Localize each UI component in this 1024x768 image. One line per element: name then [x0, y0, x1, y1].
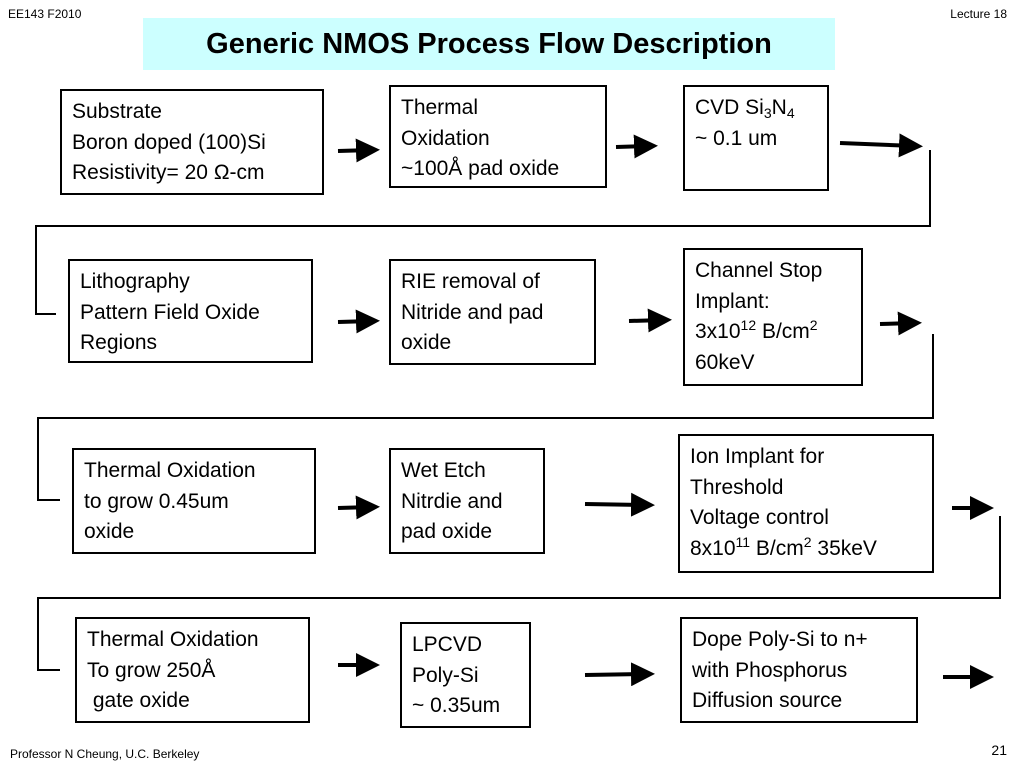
step-line: Threshold	[690, 475, 784, 499]
flow-arrow	[615, 134, 658, 159]
flow-arrow	[584, 662, 655, 687]
step-rie-removal: RIE removal of Nitride and pad oxide	[389, 259, 596, 365]
flow-connector	[35, 150, 931, 315]
step-line: Boron doped (100)Si	[72, 130, 266, 154]
step-cvd-nitride: CVD Si3N4 ~ 0.1 um	[683, 85, 829, 191]
flow-connector	[37, 334, 934, 501]
step-line: Oxidation	[401, 126, 490, 150]
step-lithography: Lithography Pattern Field Oxide Regions	[68, 259, 313, 363]
step-line: Diffusion source	[692, 689, 843, 712]
flow-arrow	[337, 138, 380, 163]
step-substrate: Substrate Boron doped (100)Si Resistivit…	[60, 89, 324, 195]
superscript: 11	[735, 533, 751, 550]
step-line: Regions	[80, 331, 158, 354]
flow-arrow	[628, 308, 672, 333]
step-thermal-oxidation-pad: Thermal Oxidation ~100Å pad oxide	[389, 85, 607, 188]
flow-arrow	[839, 133, 923, 158]
step-line: Substrate	[72, 100, 162, 123]
step-lpcvd-poly: LPCVD Poly-Si ~ 0.35um	[400, 622, 531, 728]
step-threshold-implant: Ion Implant for Threshold Voltage contro…	[678, 434, 934, 573]
step-line: Dope Poly-Si to n+	[692, 628, 868, 651]
text-run: 8x10	[690, 536, 736, 560]
subscript: 3	[763, 105, 772, 121]
step-line: Pattern Field Oxide	[80, 300, 260, 324]
step-line: gate oxide	[87, 689, 190, 712]
step-channel-stop-implant: Channel Stop Implant: 3x1012 B/cm2 60keV	[683, 248, 863, 386]
step-line: ~ 0.35um	[412, 694, 501, 717]
text-run: B/cm	[750, 536, 804, 560]
superscript: 12	[740, 317, 757, 333]
flow-arrow	[337, 309, 380, 334]
flow-arrow	[584, 492, 655, 517]
step-line: 3x1012 B/cm2	[695, 317, 853, 348]
flow-arrow	[337, 495, 380, 520]
step-line: LPCVD	[412, 633, 483, 656]
author-footer: Professor N Cheung, U.C. Berkeley	[10, 747, 200, 761]
step-line: Voltage control	[690, 506, 829, 529]
step-thermal-oxidation-field: Thermal Oxidation to grow 0.45um oxide	[72, 448, 316, 554]
step-line: Thermal	[401, 96, 479, 119]
text-run: CVD Si	[695, 96, 764, 119]
step-line: 60keV	[695, 350, 755, 374]
text-run: B/cm	[756, 320, 810, 343]
subscript: 4	[786, 105, 795, 121]
step-line: Channel Stop	[695, 259, 823, 282]
step-line: oxide	[84, 520, 135, 543]
step-line: oxide	[401, 331, 452, 354]
step-line: To grow 250Å	[87, 658, 216, 682]
step-gate-oxidation: Thermal Oxidation To grow 250Å gate oxid…	[75, 617, 310, 723]
step-line: ~100Å pad oxide	[401, 157, 560, 180]
step-line: pad oxide	[401, 520, 493, 543]
slide-title: Generic NMOS Process Flow Description	[143, 18, 835, 70]
step-line: Thermal Oxidation	[84, 459, 256, 482]
step-line: Nitrdie and	[401, 489, 503, 513]
resistivity-unit: -cm	[229, 161, 265, 184]
resistivity-label: Resistivity= 20	[72, 161, 214, 184]
superscript: 2	[809, 317, 818, 333]
page-number: 21	[991, 742, 1007, 758]
step-line: Ion Implant for	[690, 445, 825, 468]
step-dope-poly: Dope Poly-Si to n+ with Phosphorus Diffu…	[680, 617, 918, 723]
flow-connector	[37, 516, 1001, 671]
flow-arrow	[879, 311, 922, 336]
step-line: with Phosphorus	[692, 658, 848, 682]
step-line: RIE removal of	[401, 270, 540, 293]
step-line: to grow 0.45um	[84, 489, 229, 513]
text-run: 3x10	[695, 320, 741, 343]
step-line: 8x1011 B/cm2 35keV	[690, 534, 924, 565]
step-line: Implant:	[695, 289, 770, 313]
omega-symbol: Ω	[213, 161, 230, 184]
step-line: Resistivity= 20 Ω-cm	[72, 158, 314, 189]
step-line: Poly-Si	[412, 663, 479, 687]
lecture-label: Lecture 18	[950, 7, 1007, 21]
course-label: EE143 F2010	[8, 7, 82, 21]
step-line: Nitride and pad	[401, 300, 544, 324]
step-line: Wet Etch	[401, 459, 486, 482]
text-run: N	[771, 96, 787, 119]
text-run: 35keV	[811, 536, 877, 560]
step-line: CVD Si3N4	[695, 93, 819, 124]
step-line: Lithography	[80, 270, 190, 293]
step-line: ~ 0.1 um	[695, 126, 778, 150]
step-wet-etch: Wet Etch Nitrdie and pad oxide	[389, 448, 545, 554]
superscript: 2	[803, 533, 812, 550]
step-line: Thermal Oxidation	[87, 628, 259, 651]
